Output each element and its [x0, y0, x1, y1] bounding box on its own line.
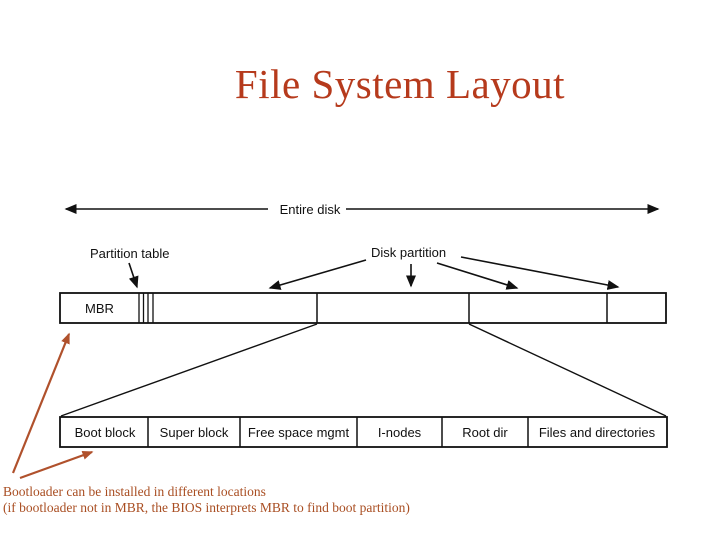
cell-free-space-mgmt: Free space mgmt: [247, 425, 350, 440]
entire-disk-label: Entire disk: [279, 202, 341, 217]
disk-partition-label: Disk partition: [371, 245, 447, 260]
cell-super-block: Super block: [159, 425, 229, 440]
disk-partition-arrows: [268, 256, 620, 290]
disk-bar: [59, 292, 667, 324]
partition-table-hatch: [138, 293, 154, 323]
cell-i-nodes: I-nodes: [377, 425, 422, 440]
bootloader-annotation-line1: Bootloader can be installed in different…: [3, 484, 266, 499]
expansion-lines: [60, 323, 667, 417]
partition-dividers: [316, 293, 608, 323]
detail-dividers: [147, 417, 529, 447]
bootloader-annotation-line2: (if bootloader not in MBR, the BIOS inte…: [3, 500, 410, 515]
bootloader-location-arrows: [11, 332, 94, 480]
cell-root-dir: Root dir: [462, 425, 508, 440]
bootloader-annotation: Bootloader can be installed in different…: [3, 484, 523, 516]
page-title: File System Layout: [234, 61, 566, 107]
partition-detail-bar: [59, 416, 668, 448]
cell-files-and-directories: Files and directories: [538, 425, 656, 440]
mbr-label: MBR: [85, 301, 114, 316]
cell-boot-block: Boot block: [74, 425, 136, 440]
partition-table-label: Partition table: [90, 246, 170, 261]
partition-table-arrow: [128, 262, 139, 289]
